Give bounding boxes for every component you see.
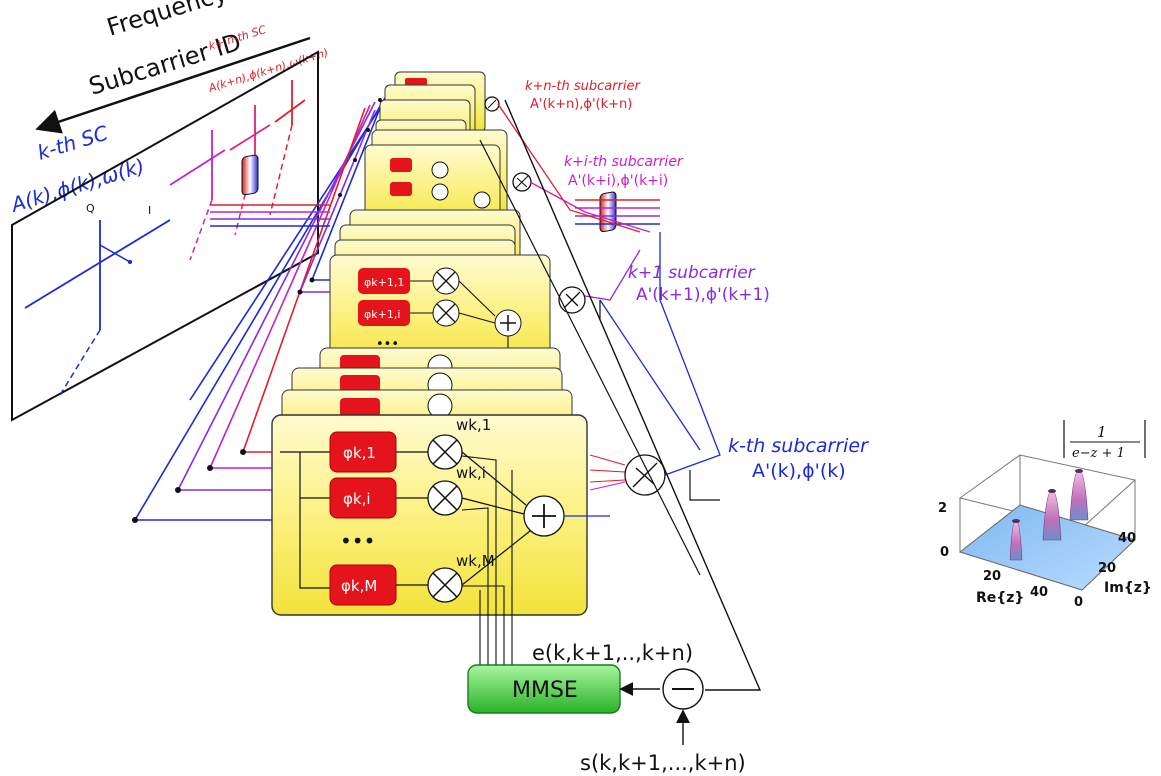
frequency-axis: Frequency Subcarrier ID k-th SC A(k),ϕ(k… [7, 0, 330, 217]
x-tick-40: 40 [1030, 585, 1048, 600]
sp-converter-right [575, 191, 660, 233]
z-tick-0: 0 [940, 545, 949, 560]
error-label: e(k,k+1,..,k+n) [532, 641, 693, 665]
sp-converter-left [210, 154, 330, 227]
mmse-label: MMSE [512, 678, 578, 703]
output-combiners [479, 96, 762, 691]
phi-k1-i-label: φk+1,i [364, 308, 400, 321]
reference-label: s(k,k+1,...,k+n) [580, 751, 746, 775]
z-tick-2: 2 [938, 501, 947, 516]
phi-block-k1-1 [358, 268, 410, 294]
k1-subcarrier-values: A'(k+1),ϕ'(k+1) [636, 285, 770, 305]
k-subcarrier-values: A'(k),ϕ'(k) [752, 460, 846, 482]
y-tick-40: 40 [1118, 531, 1136, 546]
phi-k-m-label: φk,M [341, 577, 377, 595]
output-labels: k+n-th subcarrier A'(k+n),ϕ'(k+n) k+i-th… [525, 79, 869, 482]
kth-sc-params: A(k),ϕ(k),ω(k) [7, 154, 148, 218]
i-axis-label: I [148, 204, 151, 217]
mmse-section: MMSE e(k,k+1,..,k+n) s(k,k+1,...,k+n) [461, 455, 746, 775]
ki-subcarrier-title: k+i-th subcarrier [564, 154, 684, 170]
k-subcarrier-title: k-th subcarrier [728, 435, 869, 457]
kn-subcarrier-title: k+n-th subcarrier [525, 79, 641, 94]
inset-3d-plot: 1 e−z + 1 2 0 20 40 0 20 40 Re{z} Im{z} [938, 420, 1152, 610]
formula-numerator: 1 [1097, 423, 1107, 441]
y-axis-label: Im{z} [1104, 580, 1152, 596]
weight-k-m: wk,M [456, 552, 495, 570]
front-card-dots: ••• [340, 529, 375, 553]
card-stack: ••• ••• φk+1,1 φk+1,i ••• [271, 71, 588, 616]
constellation-plane: Q I [11, 50, 319, 422]
y-tick-20: 20 [1098, 561, 1116, 576]
weight-k-1: wk,1 [456, 416, 491, 434]
kn-subcarrier-values: A'(k+n),ϕ'(k+n) [530, 97, 632, 112]
phi-k-1-label: φk,1 [343, 444, 376, 462]
ki-subcarrier-values: A'(k+i),ϕ'(k+i) [568, 173, 668, 189]
y-tick-0: 0 [1074, 595, 1083, 610]
phi-block-k1-i [358, 300, 410, 326]
x-axis-label: Re{z} [976, 590, 1024, 606]
phi-k1-1-label: φk+1,1 [364, 276, 404, 289]
k1-subcarrier-title: k+1 subcarrier [628, 263, 756, 283]
weight-k-i: wk,i [456, 464, 486, 482]
q-axis-label: Q [86, 202, 95, 215]
formula-denominator: e−z + 1 [1072, 446, 1125, 461]
phi-k-i-label: φk,i [343, 490, 371, 508]
x-tick-20: 20 [983, 569, 1001, 584]
